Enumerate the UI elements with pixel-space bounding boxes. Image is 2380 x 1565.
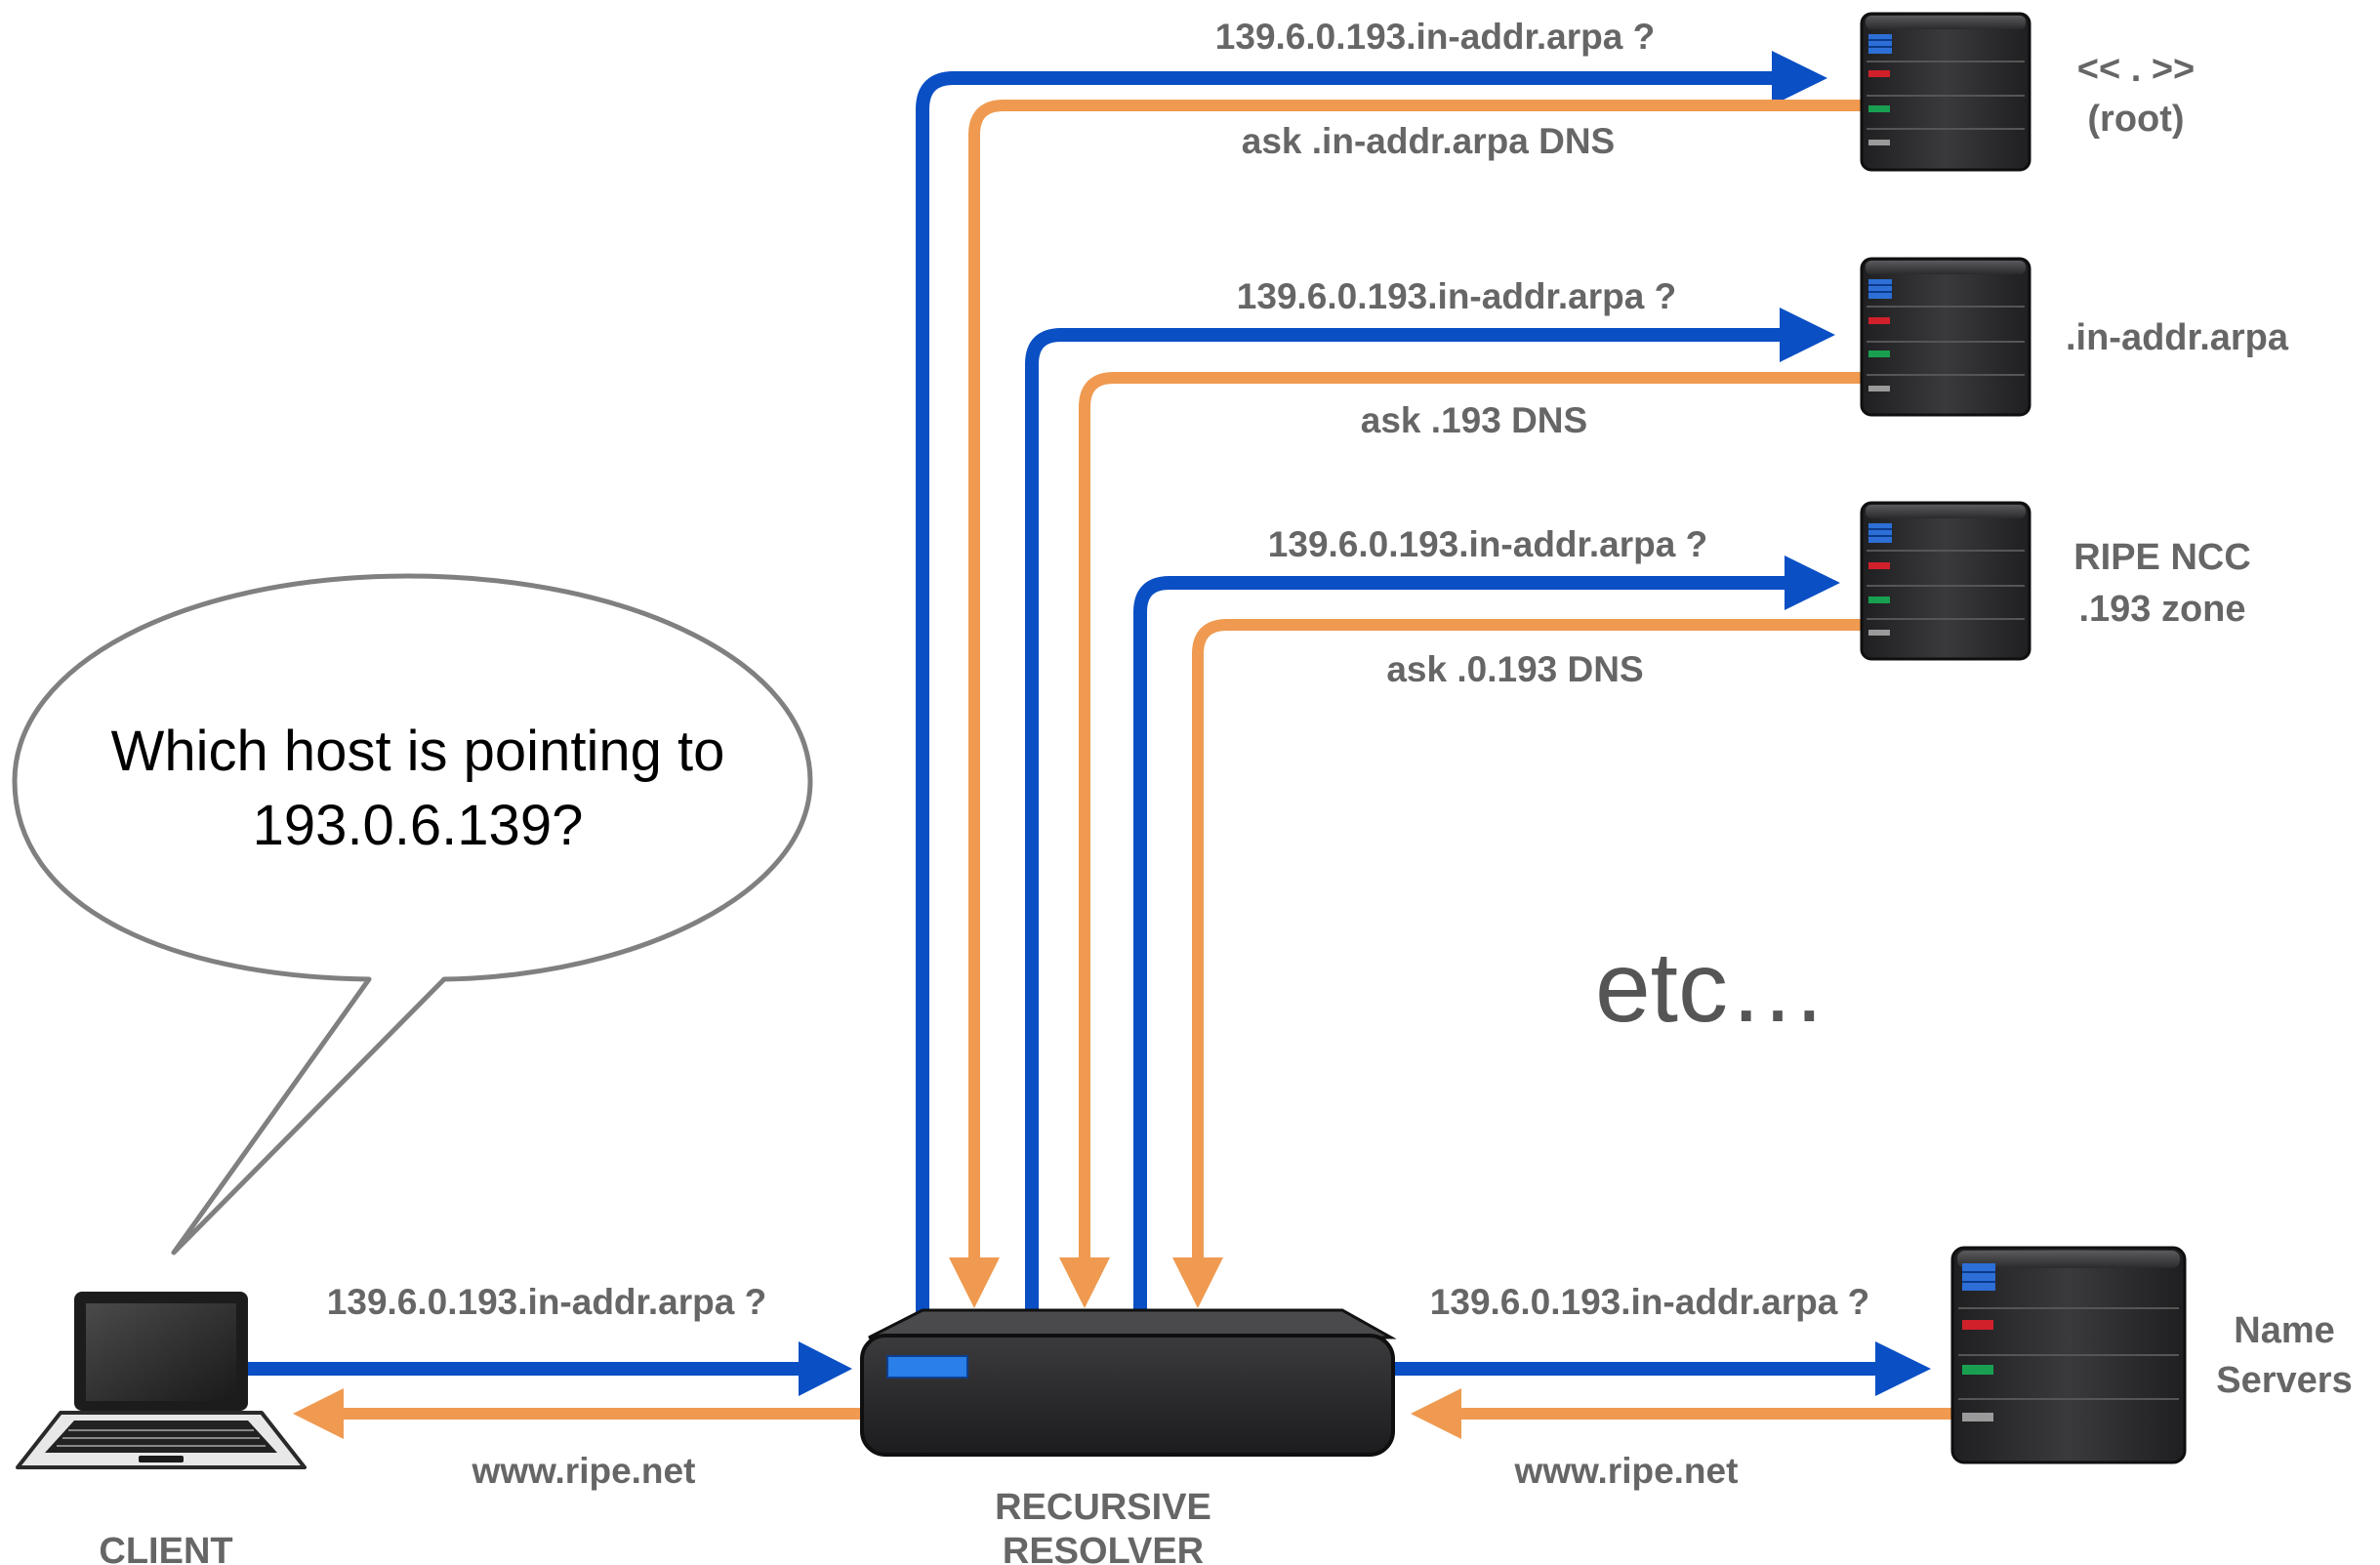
speech-bubble: Which host is pointing to 193.0.6.139? <box>12 573 813 1256</box>
resolver-node: RECURSIVE RESOLVER <box>860 1308 1397 1565</box>
answer-arrowhead-ripe <box>1172 1257 1223 1308</box>
server-icon <box>1950 1246 2187 1464</box>
name-servers-label-line1: Name <box>2234 1310 2335 1351</box>
answer-arrowhead-inaddr <box>1059 1257 1110 1308</box>
resolver-to-ripe-flow <box>1133 556 1862 1323</box>
etc-text: etc… <box>1595 931 1827 1043</box>
server-icon <box>1860 257 2031 417</box>
speech-bubble-shape <box>12 573 813 1256</box>
bubble-text-line2: 193.0.6.139? <box>253 794 584 857</box>
query-arrowhead-inaddr <box>1780 308 1835 362</box>
resolver-nameserver-link <box>1386 1341 1952 1439</box>
nameserver-query-arrowhead <box>1875 1341 1931 1396</box>
answer-label-ripe: ask .0.193 DNS <box>1386 649 1643 689</box>
query-arrowhead-ripe <box>1785 556 1840 610</box>
name-servers-label-line2: Servers <box>2216 1360 2352 1401</box>
root-server-node: << . >> (root) <box>1860 12 2195 172</box>
bubble-text-line1: Which host is pointing to <box>111 720 725 783</box>
answer-label-inaddr: ask .193 DNS <box>1361 400 1587 440</box>
inaddr-server-node: .in-addr.arpa <box>1860 257 2289 417</box>
ripe-server-label-line1: RIPE NCC <box>2073 537 2251 578</box>
answer-arrow-ripe <box>1192 619 1862 1259</box>
root-server-label-line1: << . >> <box>2077 49 2195 90</box>
query-arrowhead-root <box>1772 51 1827 105</box>
answer-arrow-inaddr <box>1079 372 1862 1259</box>
laptop-icon <box>16 1292 307 1469</box>
query-arrow-root <box>916 71 1779 1323</box>
answer-arrow-root <box>968 100 1862 1259</box>
resolver-label-line2: RESOLVER <box>1003 1531 1204 1565</box>
client-query-arrowhead <box>799 1341 852 1396</box>
query-label-ripe: 139.6.0.193.in-addr.arpa ? <box>1268 524 1707 564</box>
server-icon <box>1860 12 2031 172</box>
ripe-server-label-line2: .193 zone <box>2078 589 2245 630</box>
inaddr-server-label: .in-addr.arpa <box>2066 317 2289 358</box>
resolver-label-line1: RECURSIVE <box>995 1487 1211 1528</box>
flow-labels: 139.6.0.193.in-addr.arpa ? ask .in-addr.… <box>327 17 1869 1491</box>
ripe-server-node: RIPE NCC .193 zone <box>1860 501 2251 661</box>
nameserver-answer-arrowhead <box>1411 1388 1461 1439</box>
resolver-box-icon <box>860 1308 1397 1457</box>
server-icon <box>1860 501 2031 661</box>
client-resolver-link <box>244 1341 869 1439</box>
nameserver-query-label: 139.6.0.193.in-addr.arpa ? <box>1430 1282 1869 1322</box>
nameserver-answer-label: www.ripe.net <box>1514 1451 1739 1491</box>
client-query-label: 139.6.0.193.in-addr.arpa ? <box>327 1282 766 1322</box>
client-node: CLIENT <box>16 1292 307 1565</box>
client-answer-arrowhead <box>293 1388 344 1439</box>
resolver-to-inaddr-flow <box>1025 308 1862 1323</box>
query-arrow-inaddr <box>1025 328 1786 1323</box>
client-answer-label: www.ripe.net <box>472 1451 696 1491</box>
name-servers-node: Name Servers <box>1950 1246 2353 1464</box>
query-label-inaddr: 139.6.0.193.in-addr.arpa ? <box>1237 276 1676 316</box>
answer-label-root: ask .in-addr.arpa DNS <box>1242 121 1615 161</box>
query-arrow-ripe <box>1133 576 1791 1323</box>
query-label-root: 139.6.0.193.in-addr.arpa ? <box>1215 17 1655 57</box>
root-server-label-line2: (root) <box>2087 99 2184 140</box>
resolver-to-root-flow <box>916 51 1862 1323</box>
answer-arrowhead-root <box>949 1257 1000 1308</box>
client-label: CLIENT <box>99 1531 232 1565</box>
